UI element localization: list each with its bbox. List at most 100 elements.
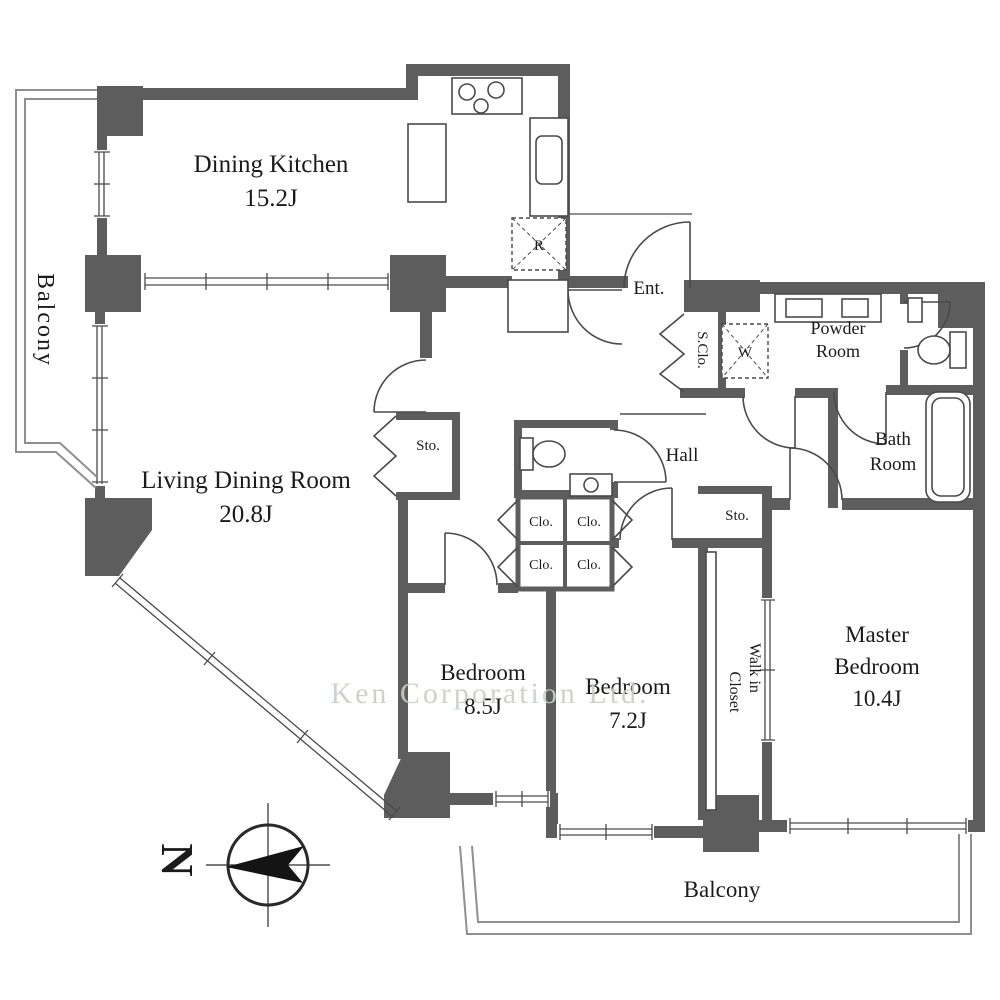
wall-segment xyxy=(760,282,985,294)
master-bedroom-label-2: Bedroom xyxy=(834,654,920,679)
closet-bl-label: Clo. xyxy=(529,558,553,573)
hall-label: Hall xyxy=(666,445,699,466)
door-swing-bath xyxy=(833,391,887,445)
door-swing-living xyxy=(373,359,427,413)
shoe-closet-label: S.Clo. xyxy=(694,331,710,369)
bathtub-icon xyxy=(925,391,971,503)
wc-toilet-icon xyxy=(519,437,566,471)
powder-room-label-2: Room xyxy=(816,341,860,361)
wall-segment xyxy=(762,740,772,820)
wall-segment xyxy=(973,294,985,832)
wall-pillar xyxy=(85,498,152,576)
balcony-left-label: Balcony xyxy=(32,273,58,367)
master-bedroom-size: 10.4J xyxy=(852,686,901,711)
wall-segment xyxy=(140,88,412,100)
powder-room-vanity xyxy=(774,293,882,323)
accordion-doors-layer xyxy=(372,313,686,588)
wall-segment xyxy=(406,64,570,76)
toilet-shelf xyxy=(907,297,923,323)
compass: N xyxy=(152,803,330,927)
wall-segment xyxy=(408,583,445,593)
wall-pillar xyxy=(390,255,446,312)
kitchen-island-counter xyxy=(407,123,447,203)
window xyxy=(493,791,550,807)
wall-segment xyxy=(396,492,460,500)
wall-segment xyxy=(795,388,828,398)
wall-segment xyxy=(828,388,838,508)
bath-room-label-1: Bath xyxy=(875,429,911,450)
bath-room-label-2: Room xyxy=(870,454,917,475)
wall-segment xyxy=(398,497,408,759)
labels-layer: Dining Kitchen 15.2J Living Dining Room … xyxy=(32,151,920,902)
compass-needle-icon xyxy=(226,846,304,883)
window-partition xyxy=(144,273,389,290)
door-swing-bedroom1 xyxy=(444,532,498,586)
stove-icon xyxy=(451,77,523,115)
storage1-label: Sto. xyxy=(416,438,440,454)
toilet-icon xyxy=(917,331,967,369)
wall-segment xyxy=(452,412,460,500)
window xyxy=(557,824,654,840)
wall-segment xyxy=(396,412,460,420)
wall-segment xyxy=(558,276,628,288)
wall-segment xyxy=(698,486,772,494)
accordion-door-shoe-closet xyxy=(658,313,686,393)
kitchen-sink-counter xyxy=(529,117,569,217)
wall-segment xyxy=(612,538,619,548)
bedroom2-size: 7.2J xyxy=(609,708,647,733)
wall-pillar xyxy=(85,255,141,312)
accordion-door-closet-right xyxy=(611,499,634,588)
wall-segment xyxy=(770,498,790,510)
walk-in-closet-label-2: Closet xyxy=(726,672,743,713)
compass-north-label: N xyxy=(152,843,203,876)
door-swing-wc xyxy=(613,429,667,483)
bedroom2-label: Bedroom xyxy=(585,674,671,699)
window-diagonal xyxy=(111,573,401,821)
sliding-door xyxy=(761,598,775,742)
refrigerator-label: R xyxy=(534,238,544,254)
washer-space xyxy=(721,323,769,379)
washer-label: W xyxy=(738,345,753,361)
door-swing-powder xyxy=(742,395,796,449)
left-balcony-rail xyxy=(15,89,97,489)
door-swing-corridor xyxy=(567,289,623,345)
master-bedroom-label-1: Master xyxy=(845,622,909,647)
closet-tl-label: Clo. xyxy=(529,515,553,530)
wall-segment xyxy=(610,482,618,497)
refrigerator-space xyxy=(511,217,567,271)
closet-dividers xyxy=(518,497,612,589)
door-swing-master xyxy=(789,447,843,501)
watermark-text: Ken Corporation Ltd. xyxy=(330,677,649,710)
wc-basin-icon xyxy=(569,473,613,497)
wall-segment xyxy=(514,420,522,497)
balcony-bottom-label: Balcony xyxy=(684,877,761,902)
wall-segment xyxy=(420,312,432,358)
wall-segment xyxy=(900,350,908,390)
wall-segment xyxy=(680,388,745,398)
living-dining-size: 20.8J xyxy=(219,501,273,528)
accordion-door-closet-left xyxy=(496,499,519,588)
wall-segment xyxy=(610,420,618,430)
bottom-balcony-rail-inner xyxy=(471,834,960,923)
bedroom1-label: Bedroom xyxy=(440,660,526,685)
walk-in-closet-label-1: Walk in xyxy=(746,643,763,693)
compass-circle xyxy=(226,823,310,907)
entrance-label: Ent. xyxy=(633,278,664,299)
wall-segment xyxy=(514,490,618,498)
wall-segment xyxy=(672,538,772,548)
powder-room-label-1: Powder xyxy=(811,318,866,338)
wall-segment xyxy=(498,583,518,593)
closet-br-label: Clo. xyxy=(577,558,601,573)
window xyxy=(92,324,108,486)
wic-shelf-rail xyxy=(705,551,717,811)
fixtures-layer xyxy=(407,77,971,811)
left-balcony-rail-inner xyxy=(24,98,98,478)
window xyxy=(787,818,968,834)
wall-pillar xyxy=(97,86,143,136)
living-dining-label: Living Dining Room xyxy=(141,467,351,494)
bedroom1-size: 8.5J xyxy=(464,694,502,719)
storage2-label: Sto. xyxy=(725,508,749,524)
accordion-door-storage1 xyxy=(372,415,398,497)
